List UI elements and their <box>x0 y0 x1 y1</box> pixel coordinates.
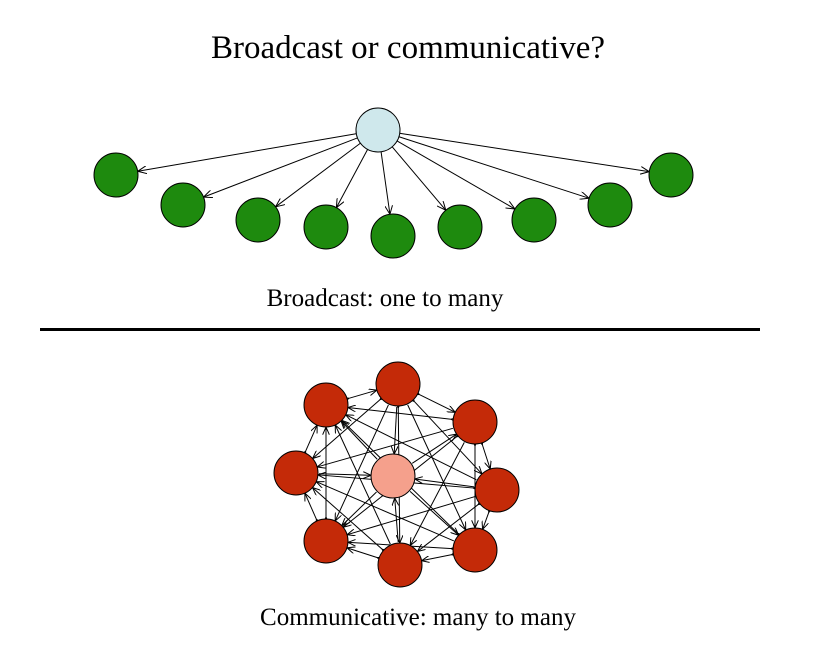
receiver-node <box>235 197 281 243</box>
communicative-arrow <box>419 394 455 412</box>
page-title: Broadcast or communicative? <box>210 30 606 66</box>
communicative-arrow <box>348 548 378 558</box>
broadcast-arrow <box>380 149 390 213</box>
receiver-node <box>648 152 694 198</box>
broadcast-arrow <box>337 147 369 207</box>
communicative-arrow <box>395 499 398 543</box>
broadcast-arrow <box>204 136 360 197</box>
communicative-caption: Communicative: many to many <box>260 604 576 631</box>
receiver-node <box>587 182 633 228</box>
communicative-arrow <box>305 426 316 452</box>
communicative-nodes <box>273 361 520 588</box>
communicative-arrow <box>336 426 391 545</box>
center-node <box>370 453 416 499</box>
communicative-arrow <box>348 390 376 398</box>
participant-node <box>303 382 349 428</box>
communicative-arrow <box>305 494 316 520</box>
receiver-node <box>303 204 349 250</box>
communicative-arrow <box>318 474 370 476</box>
communicative-arrow <box>343 491 377 525</box>
broadcast-edges <box>139 132 649 213</box>
communicative-arrow <box>411 435 456 464</box>
communicative-arrow <box>409 491 458 534</box>
participant-node <box>474 467 520 513</box>
participant-node <box>452 399 498 445</box>
communicative-arrow <box>342 422 378 460</box>
broadcast-arrow <box>395 139 514 209</box>
broadcast-arrow <box>397 132 648 171</box>
communicative-arrow <box>349 408 452 420</box>
communicative-edges <box>305 390 490 560</box>
participant-node <box>303 518 349 564</box>
participant-node <box>452 527 498 573</box>
broadcast-caption: Broadcast: one to many <box>266 285 504 312</box>
broadcast-arrow <box>396 135 588 198</box>
communicative-arrow <box>411 442 465 544</box>
section-divider <box>40 328 760 331</box>
broadcast-nodes <box>93 152 694 259</box>
receiver-node <box>160 182 206 228</box>
communicative-arrow <box>483 512 489 529</box>
participant-node <box>273 450 319 496</box>
communicative-arrow <box>416 479 475 488</box>
receiver-node <box>511 197 557 243</box>
communicative-arrow <box>482 444 490 468</box>
source-node <box>355 107 401 153</box>
broadcast-diagram <box>93 107 694 259</box>
receiver-node <box>370 213 416 259</box>
participant-node <box>377 542 423 588</box>
participant-node <box>375 361 421 407</box>
receiver-node <box>437 204 483 250</box>
communicative-arrow <box>348 496 476 535</box>
communicative-arrow <box>394 406 397 453</box>
broadcast-arrow <box>276 141 363 206</box>
broadcast-arrow <box>390 144 445 209</box>
receiver-node <box>93 152 139 198</box>
broadcast-arrow <box>139 132 359 171</box>
communicative-arrow <box>423 555 453 561</box>
